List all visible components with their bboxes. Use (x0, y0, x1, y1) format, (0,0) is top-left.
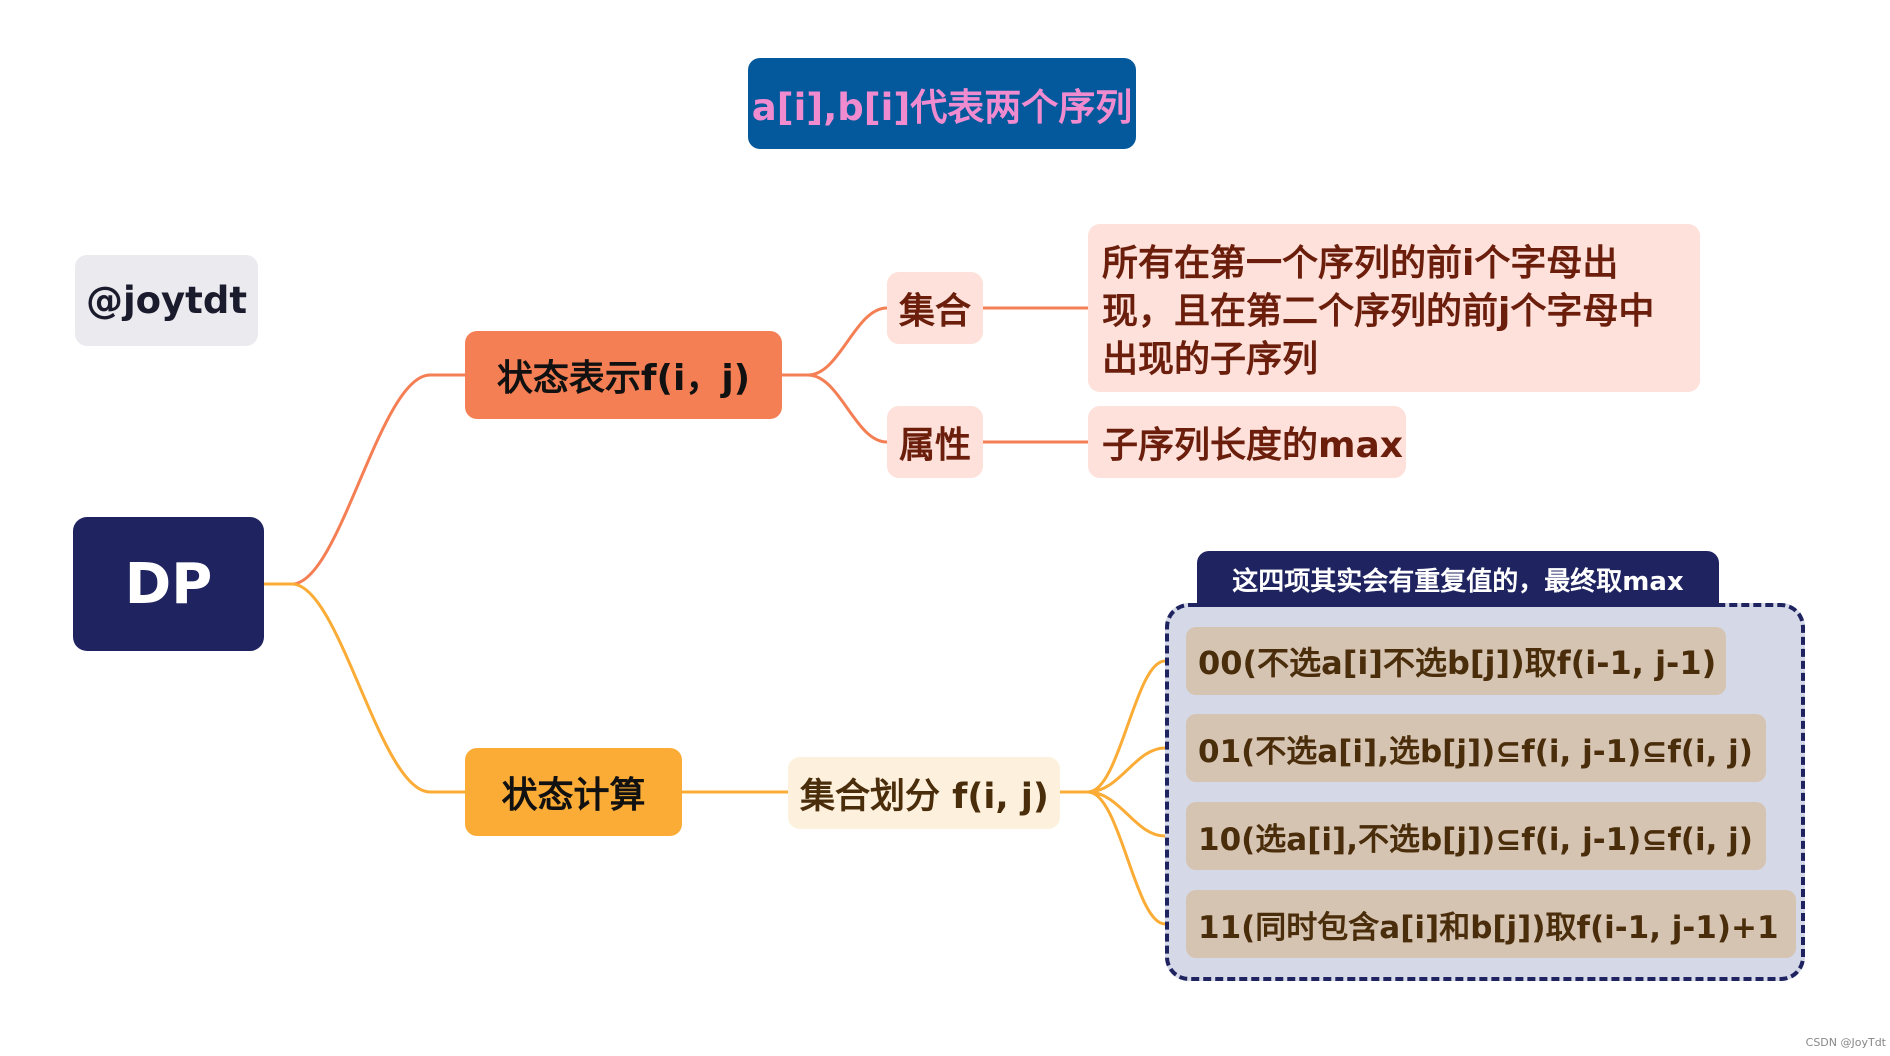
case-node-01: 01(不选a[i],选b[j])⊆f(i, j-1)⊆f(i, j) (1186, 714, 1766, 782)
attribute-node: 属性 (887, 406, 983, 478)
cases-group-label: 这四项其实会有重复值的，最终取max (1197, 551, 1719, 607)
case-node-10: 10(选a[i],不选b[j])⊆f(i, j-1)⊆f(i, j) (1186, 802, 1766, 870)
state-representation-node: 状态表示f(i，j) (465, 331, 782, 419)
link-state-rep-attr (782, 373, 888, 444)
link-root-state-calc (264, 582, 465, 794)
case-node-00: 00(不选a[i]不选b[j])取f(i-1, j-1) (1186, 627, 1726, 695)
set-description-node: 所有在第一个序列的前i个字母出现，且在第二个序列的前j个字母中出现的子序列 (1088, 224, 1700, 392)
author-watermark: @joytdt (75, 255, 258, 346)
case-node-11: 11(同时包含a[i]和b[j])取f(i-1, j-1)+1 (1186, 890, 1796, 958)
link-state-rep-set (782, 306, 888, 377)
credit-text: CSDN @JoyTdt (1805, 1035, 1886, 1049)
link-root-state-rep (264, 373, 465, 586)
state-computation-node: 状态计算 (465, 748, 682, 836)
set-node: 集合 (887, 272, 983, 344)
root-node: DP (73, 517, 264, 651)
title-node: a[i],b[i]代表两个序列 (748, 58, 1136, 149)
set-partition-node: 集合划分 f(i, j) (788, 757, 1060, 829)
attribute-description-node: 子序列长度的max (1088, 406, 1406, 478)
